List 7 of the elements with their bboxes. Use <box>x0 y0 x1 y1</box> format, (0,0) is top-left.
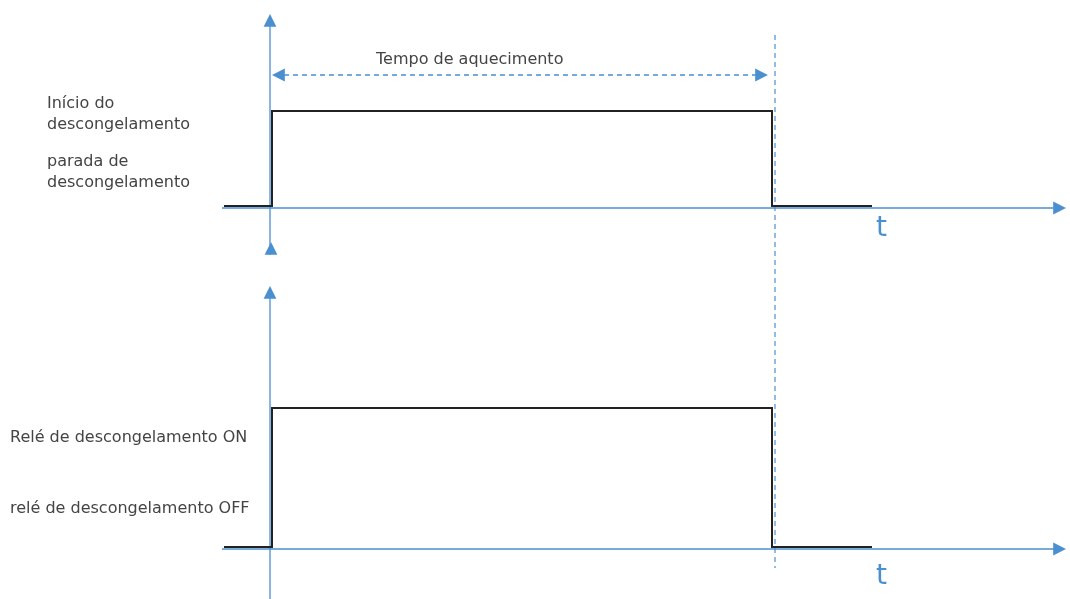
signal-level-label: Início do descongelamento <box>47 92 191 134</box>
axis-label: t <box>876 560 887 590</box>
signal-level-label: parada de descongelamento <box>47 150 191 192</box>
dimension-label: Tempo de aquecimento <box>376 48 564 69</box>
signal-level-label: relé de descongelamento OFF <box>10 497 250 518</box>
axis-label: t <box>876 212 887 242</box>
signal-level-label: Relé de descongelamento ON <box>10 426 248 447</box>
